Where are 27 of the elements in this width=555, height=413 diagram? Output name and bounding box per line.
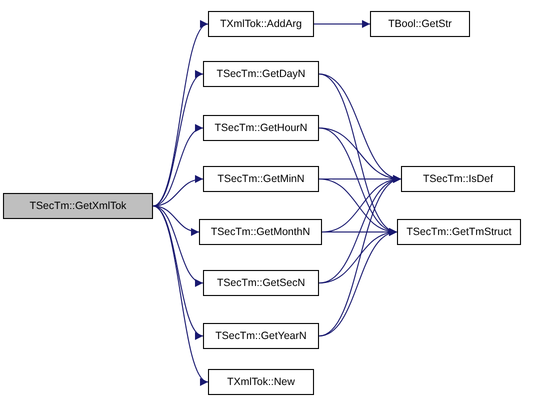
function-name: TSecTm::GetMonthN	[210, 226, 310, 238]
function-box	[208, 369, 314, 395]
function-name: TSecTm::GetDayN	[216, 68, 306, 80]
arrow	[318, 178, 402, 336]
function-box	[203, 323, 319, 349]
function-name: TSecTm::GetYearN	[215, 330, 307, 342]
function-name: TSecTm::GetSecN	[216, 277, 306, 289]
selected-function-box	[3, 193, 153, 219]
arrow	[314, 20, 370, 28]
function-name: TSecTm::GetMinN	[218, 173, 304, 185]
function-box	[203, 270, 319, 296]
arrow	[318, 230, 398, 336]
function-box	[208, 11, 314, 37]
function-name: TSecTm::GetTmStruct	[406, 226, 512, 238]
function-name: TXmlTok::AddArg	[220, 18, 302, 30]
function-box	[370, 11, 470, 37]
function-box	[401, 166, 515, 192]
function-name: TBool::GetStr	[388, 18, 452, 30]
function-box	[397, 219, 521, 245]
function-name: TXmlTok::New	[227, 376, 295, 388]
function-name: TSecTm::GetHourN	[214, 122, 308, 134]
function-box	[199, 219, 322, 245]
function-box	[203, 115, 319, 141]
function-box	[203, 61, 319, 87]
function-name: TSecTm::IsDef	[422, 173, 493, 185]
function-name: TSecTm::GetXmlTok	[30, 200, 126, 212]
function-box	[203, 166, 319, 192]
